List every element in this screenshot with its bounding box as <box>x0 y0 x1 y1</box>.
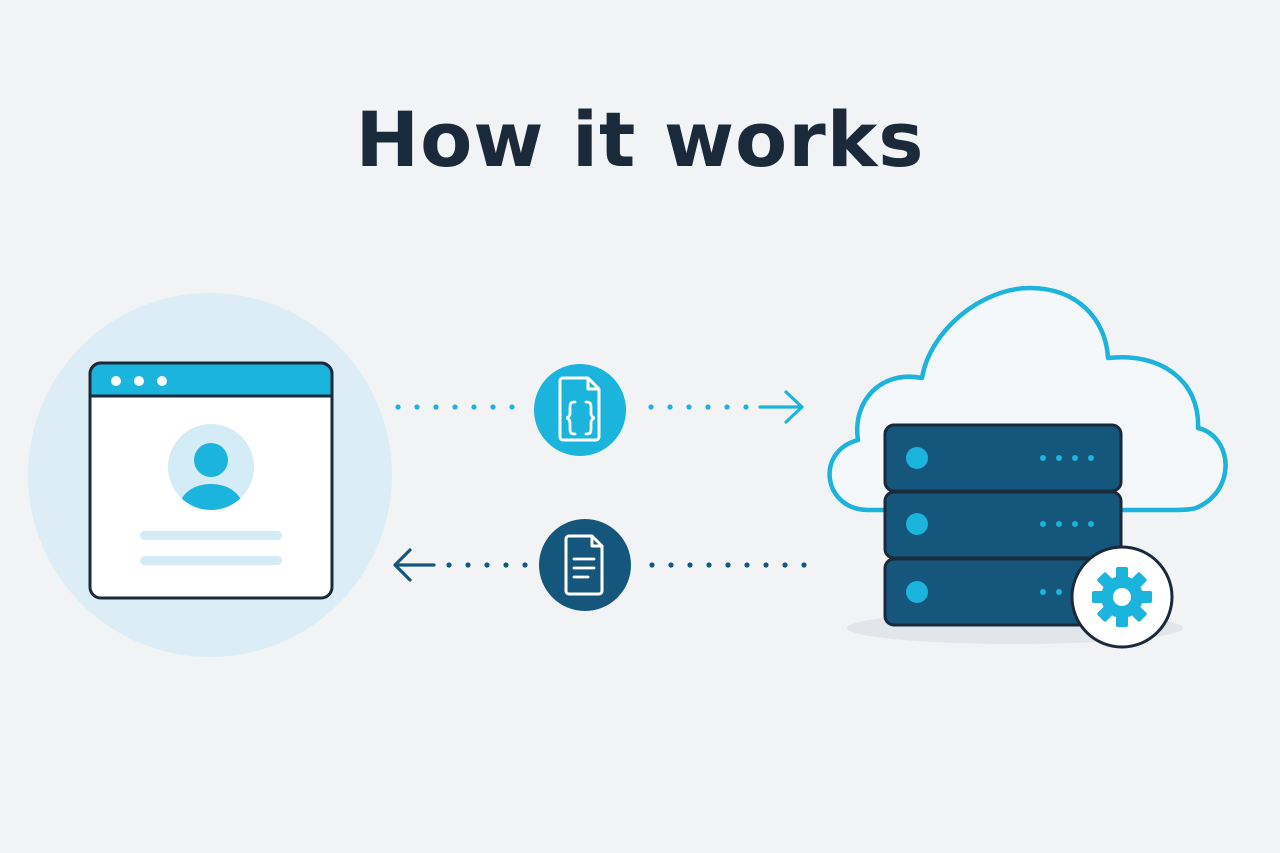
browser-window-icon <box>88 361 334 600</box>
json-file-icon <box>534 364 626 456</box>
response-dotted-line-right <box>649 562 807 568</box>
text-line <box>140 531 282 540</box>
request-flow <box>395 364 804 456</box>
response-dotted-line-left <box>393 548 528 582</box>
server-node <box>827 285 1228 649</box>
gear-icon <box>1070 545 1174 649</box>
response-flow <box>393 519 807 611</box>
server-stack-icon <box>883 423 1123 627</box>
document-file-icon <box>539 519 631 611</box>
user-avatar-icon <box>168 424 254 510</box>
client-node <box>28 293 392 657</box>
page-title: How it works <box>355 95 925 184</box>
request-dotted-line-left <box>395 404 515 410</box>
arrow-right-icon <box>784 390 804 424</box>
text-line <box>140 556 282 565</box>
request-dotted-line-right <box>648 390 804 424</box>
